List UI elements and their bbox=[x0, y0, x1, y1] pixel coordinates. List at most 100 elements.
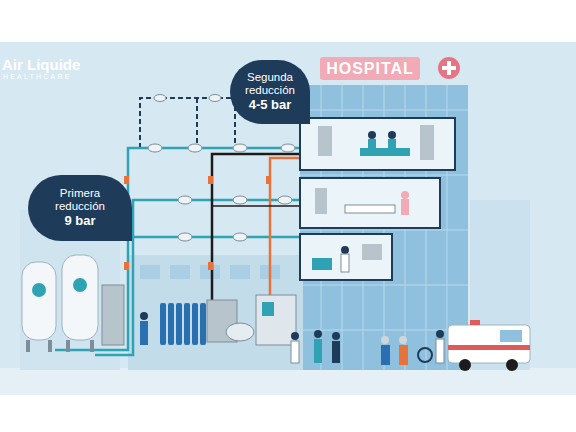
hospital-building-part-part bbox=[300, 110, 468, 111]
hospital-building-part bbox=[300, 85, 468, 370]
people-and-ambulance-part bbox=[506, 359, 518, 371]
hospital-rooms-part bbox=[341, 246, 349, 254]
people-and-ambulance-part bbox=[459, 359, 471, 371]
storage-tanks-part bbox=[22, 262, 56, 340]
people-and-ambulance-part bbox=[332, 332, 340, 340]
people-and-ambulance-part bbox=[381, 336, 389, 344]
people-and-ambulance bbox=[291, 320, 530, 371]
people-and-ambulance-part bbox=[436, 330, 444, 338]
pressure-regulators-part bbox=[188, 144, 202, 152]
background-part bbox=[0, 42, 576, 395]
people-and-ambulance-part bbox=[291, 332, 299, 340]
hospital-rooms-part bbox=[318, 126, 332, 156]
people-and-ambulance-part bbox=[448, 345, 530, 350]
people-and-ambulance-part bbox=[314, 339, 322, 363]
storage-tanks-part bbox=[48, 340, 52, 352]
plant-equipment-part bbox=[140, 321, 148, 345]
storage-tanks bbox=[22, 255, 124, 352]
hospital-rooms-part bbox=[345, 205, 395, 213]
people-and-ambulance-part bbox=[436, 339, 444, 363]
pressure-regulators-part bbox=[178, 196, 192, 204]
pressure-regulators-part bbox=[154, 95, 166, 102]
people-and-ambulance-part bbox=[418, 348, 432, 362]
plant-equipment-part bbox=[262, 302, 274, 316]
people-and-ambulance-part bbox=[500, 330, 522, 342]
storage-tanks-part bbox=[102, 285, 124, 345]
storage-tanks-part bbox=[73, 278, 87, 292]
gas-cylinders-part bbox=[184, 303, 190, 345]
hospital-rooms-part bbox=[368, 131, 376, 139]
hospital-building-part bbox=[438, 57, 460, 79]
gas-cylinders-part bbox=[168, 303, 174, 345]
pressure-callout: Segunda reducción4-5 bar bbox=[230, 60, 310, 124]
pressure-regulators-part bbox=[233, 233, 247, 241]
people-and-ambulance-part bbox=[470, 320, 480, 325]
gas-cylinders-part bbox=[176, 303, 182, 345]
pressure-regulators-part bbox=[233, 196, 247, 204]
people-and-ambulance-part bbox=[381, 345, 390, 365]
plant-equipment-part bbox=[226, 323, 254, 341]
hospital-rooms-part bbox=[368, 139, 376, 153]
hospital-building-part-part bbox=[300, 175, 468, 176]
pressure-gauges-part bbox=[124, 262, 129, 270]
pressure-gauges bbox=[124, 176, 271, 270]
hospital-rooms-part bbox=[341, 254, 349, 272]
hospital-building-part-part bbox=[300, 330, 468, 331]
hospital-sign: HOSPITAL bbox=[320, 57, 420, 80]
pressure-regulators-part bbox=[233, 144, 247, 152]
storage-tanks-part bbox=[66, 340, 70, 352]
gas-pipes-part bbox=[133, 236, 305, 239]
hospital-building-part-part bbox=[170, 265, 190, 279]
hospital-rooms-part bbox=[312, 258, 332, 270]
hospital-rooms-part bbox=[300, 234, 392, 280]
people-and-ambulance-part bbox=[448, 325, 530, 363]
hospital-rooms-part bbox=[401, 199, 409, 215]
hospital-rooms-part bbox=[388, 139, 396, 153]
people-and-ambulance-part bbox=[399, 345, 408, 365]
storage-tanks-part bbox=[90, 340, 94, 352]
pressure-gauges-part bbox=[208, 262, 213, 270]
plant-equipment bbox=[140, 295, 296, 345]
hospital-building-part bbox=[300, 85, 468, 370]
hospital-rooms-part bbox=[420, 125, 434, 160]
gas-cylinders-part bbox=[200, 303, 206, 345]
pressure-gauges-part bbox=[266, 176, 271, 184]
pressure-regulators-part bbox=[209, 95, 221, 102]
storage-tanks-part bbox=[62, 255, 98, 340]
pressure-regulators-part bbox=[148, 144, 162, 152]
hospital-rooms bbox=[300, 118, 455, 280]
storage-tanks-part bbox=[32, 283, 46, 297]
hospital-building-part-part bbox=[140, 265, 160, 279]
node-heading: Segunda reducción bbox=[234, 71, 306, 97]
people-and-ambulance-part bbox=[399, 336, 407, 344]
hospital-rooms-part bbox=[401, 191, 409, 199]
pressure-value: 9 bar bbox=[64, 213, 95, 229]
pressure-regulators-part bbox=[278, 196, 292, 204]
plant-equipment-part bbox=[140, 312, 148, 320]
node-heading: HOSPITAL bbox=[326, 60, 414, 78]
hospital-building-part-part bbox=[230, 265, 250, 279]
gas-pipes-part bbox=[212, 205, 305, 207]
hospital-rooms-part bbox=[388, 131, 396, 139]
gas-pipes bbox=[55, 98, 305, 355]
hospital-building bbox=[128, 57, 468, 370]
hospital-building-part-part bbox=[300, 285, 468, 286]
hospital-building-part bbox=[128, 255, 303, 370]
hospital-rooms-part bbox=[362, 244, 382, 260]
background-part bbox=[0, 368, 576, 395]
brand-subtitle: HEALTHCARE bbox=[3, 73, 72, 80]
hospital-rooms-part bbox=[315, 188, 327, 214]
hospital-rooms-part bbox=[360, 148, 410, 156]
gas-pipes-part bbox=[197, 98, 235, 148]
gas-pipes-part bbox=[212, 154, 305, 300]
storage-tanks-part bbox=[26, 340, 30, 352]
brand-logo: Air Liquide bbox=[2, 56, 80, 73]
hospital-rooms-part bbox=[300, 118, 455, 170]
pressure-gauges-part bbox=[208, 176, 213, 184]
gas-cylinders-part bbox=[160, 303, 166, 345]
pressure-gauges-part bbox=[124, 176, 129, 184]
people-and-ambulance-part bbox=[291, 341, 299, 363]
plant-equipment-part bbox=[256, 295, 296, 345]
node-heading: Primera reducción bbox=[44, 187, 116, 213]
